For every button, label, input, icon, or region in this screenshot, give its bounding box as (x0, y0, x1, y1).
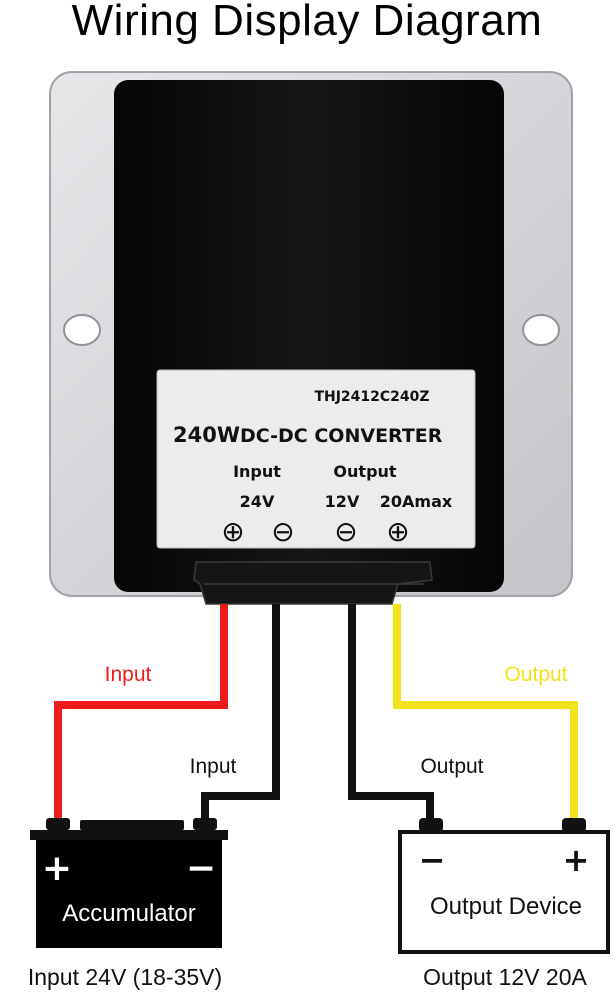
black-input-wire (201, 604, 280, 822)
red-wire-label: Input (105, 663, 152, 686)
battery-minus-icon: − (186, 848, 216, 889)
black-output-wire-label: Output (420, 755, 483, 778)
battery-top-ridge (80, 820, 184, 830)
output-device-name: Output Device (430, 893, 582, 920)
battery-terminal-negative (193, 818, 217, 830)
mounting-hole-left (63, 314, 101, 346)
black-output-wire (348, 604, 434, 822)
diagram-title: Wiring Display Diagram (71, 0, 543, 45)
output-device (398, 830, 610, 954)
device-minus-icon: − (419, 841, 446, 879)
battery-top-plate (30, 830, 228, 840)
mounting-hole-right (522, 314, 560, 346)
yellow-wire-label: Output (504, 663, 567, 686)
accumulator-caption: Input 24V (18-35V) (28, 964, 222, 990)
device-terminal-negative (419, 818, 443, 832)
input-heading: Input (233, 462, 281, 481)
spec-label-panel (156, 369, 476, 549)
terminal-output-positive-icon: ⊕ (386, 516, 409, 547)
battery-terminal-positive (46, 818, 70, 830)
accumulator-name: Accumulator (62, 900, 195, 927)
input-voltage: 24V (240, 492, 275, 511)
model-number: THJ2412C240Z (314, 389, 429, 405)
accumulator-battery (36, 840, 222, 948)
terminal-output-negative-icon: ⊖ (334, 516, 357, 547)
black-input-wire-label: Input (190, 755, 237, 778)
device-terminal-positive (562, 818, 586, 832)
terminal-input-positive-icon: ⊕ (221, 516, 244, 547)
product-name: DC-DC CONVERTER (240, 425, 443, 447)
output-voltage: 12V (325, 492, 360, 511)
output-device-caption: Output 12V 20A (423, 964, 587, 990)
output-current: 20Amax (380, 492, 453, 511)
device-plus-icon: + (563, 841, 590, 879)
terminal-input-negative-icon: ⊖ (271, 516, 294, 547)
cable-grommet (193, 561, 433, 605)
red-input-wire (54, 604, 228, 822)
yellow-output-wire (393, 604, 578, 822)
battery-plus-icon: + (42, 848, 72, 889)
output-heading: Output (333, 462, 396, 481)
power-rating: 240W (173, 423, 240, 447)
